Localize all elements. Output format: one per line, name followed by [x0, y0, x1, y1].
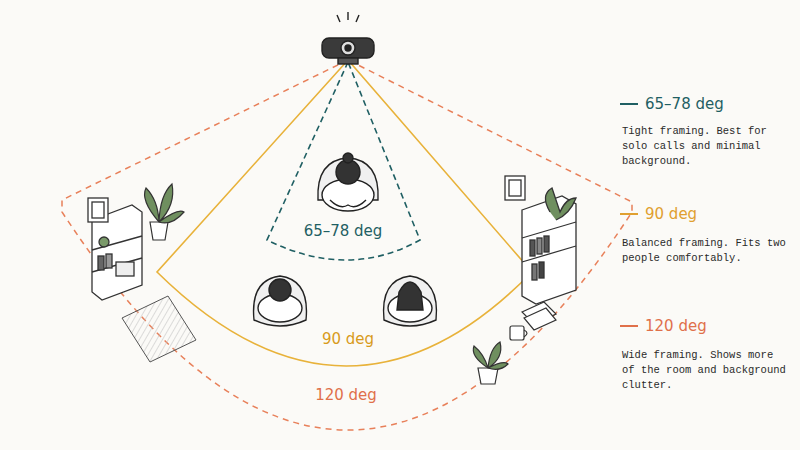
- tight-fan: [267, 62, 420, 260]
- legend-description: Balanced framing. Fits two people comfor…: [622, 236, 790, 266]
- balanced-fan: [157, 60, 532, 366]
- left-bookshelf: [88, 198, 142, 300]
- rug: [122, 296, 196, 362]
- angle-label: 120 deg: [312, 386, 380, 404]
- books-and-cup: [510, 302, 556, 340]
- legend-title: 65–78 deg: [645, 95, 724, 113]
- solo-person: [318, 153, 378, 211]
- legend-line-sample: [620, 103, 638, 105]
- legend-title: 90 deg: [645, 205, 697, 223]
- right-plant: [473, 342, 508, 384]
- wide-fan: [62, 60, 632, 430]
- angle-label: 90 deg: [319, 330, 377, 348]
- webcam: [322, 12, 374, 64]
- right-bookshelf: [505, 176, 576, 304]
- person-left: [254, 276, 307, 326]
- legend-line-sample: [620, 213, 638, 215]
- legend-title: 120 deg: [645, 317, 707, 335]
- legend-line-sample: [620, 325, 638, 327]
- angle-label: 65–78 deg: [301, 222, 386, 240]
- left-plant: [145, 184, 184, 240]
- legend-description: Wide framing. Shows more of the room and…: [622, 348, 790, 393]
- person-right: [384, 276, 437, 326]
- legend-description: Tight framing. Best for solo calls and m…: [622, 124, 790, 169]
